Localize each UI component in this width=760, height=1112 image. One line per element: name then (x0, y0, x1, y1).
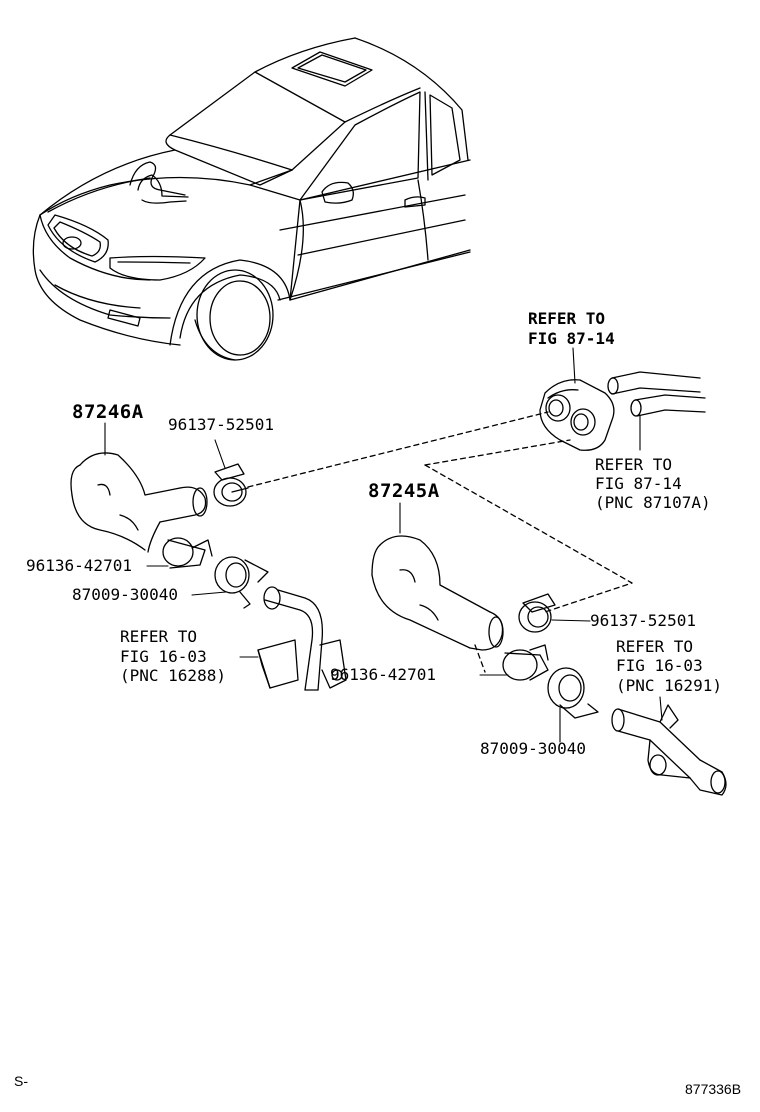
clamp-87009-right (548, 668, 598, 718)
ref-right-line2: FIG 16-03 (616, 656, 703, 675)
hose-87245a (372, 536, 503, 650)
ref-left-line3: (PNC 16288) (120, 666, 226, 685)
bracket-pipe-right (612, 705, 726, 795)
label-87009-left: 87009-30040 (72, 585, 178, 604)
clamp-87009-left (215, 557, 268, 608)
car-illustration (33, 38, 470, 360)
ref-right-line3: (PNC 16291) (616, 676, 722, 695)
leader-lines (105, 348, 662, 742)
footer-figure-number: 877336B (685, 1081, 742, 1097)
ref-grommet-line1: REFER TO (528, 309, 606, 328)
clamp-96137-left (214, 464, 246, 506)
ref-pipe-line1: REFER TO (595, 455, 673, 474)
ref-right-line1: REFER TO (616, 637, 694, 656)
label-96136-left: 96136-42701 (26, 556, 132, 575)
label-87009-right: 87009-30040 (480, 739, 586, 758)
clamp-96137-right (519, 594, 555, 632)
clamp-96136-left (163, 538, 212, 568)
clamp-96136-right (503, 645, 548, 680)
label-87245a: 87245A (368, 480, 440, 502)
label-96137-left: 96137-52501 (168, 415, 274, 434)
footer-left-code: S- (14, 1073, 28, 1089)
ref-pipe-line3: (PNC 87107A) (595, 493, 711, 512)
ref-pipe-line2: FIG 87-14 (595, 474, 682, 493)
hose-87246a (71, 453, 207, 552)
bracket-pipe-left (258, 587, 346, 690)
label-96136-right: 96136-42701 (330, 665, 436, 684)
label-96137-right: 96137-52501 (590, 611, 696, 630)
ref-left-line1: REFER TO (120, 627, 198, 646)
heater-pipes (608, 372, 705, 416)
label-87246a: 87246A (72, 401, 144, 423)
ref-grommet-line2: FIG 87-14 (528, 329, 615, 348)
ref-left-line2: FIG 16-03 (120, 647, 207, 666)
dashed-connectors (232, 412, 632, 672)
grommet-part (540, 380, 614, 451)
